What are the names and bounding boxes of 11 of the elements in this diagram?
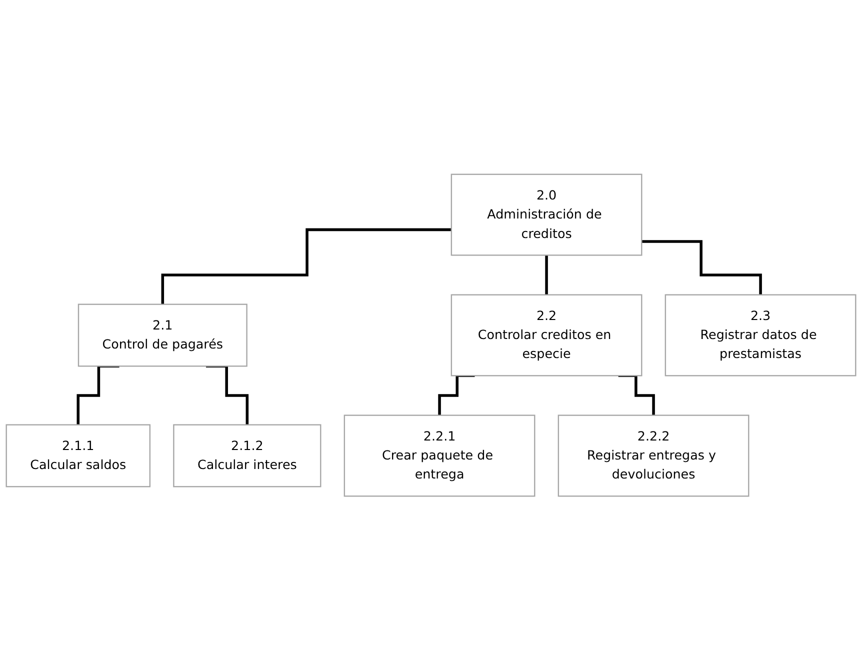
node-box: 2.1.2 Calcular interes bbox=[173, 424, 322, 488]
connector bbox=[642, 240, 762, 296]
node-box: 2.0 Administración de creditos bbox=[450, 174, 642, 256]
node-box: 2.1 Control de pagarés bbox=[78, 304, 248, 367]
connector bbox=[545, 254, 548, 296]
node-box: 2.2.1 Crear paquete de entrega bbox=[344, 414, 536, 497]
node-box: 2.1.1 Calcular saldos bbox=[6, 424, 151, 488]
node-box: 2.2 Controlar creditos en especie bbox=[450, 294, 642, 377]
node-box: 2.3 Registrar datos de prestamistas bbox=[664, 294, 856, 377]
connector bbox=[161, 228, 452, 306]
node-box: 2.2.2 Registrar entregas y devoluciones bbox=[558, 414, 750, 497]
